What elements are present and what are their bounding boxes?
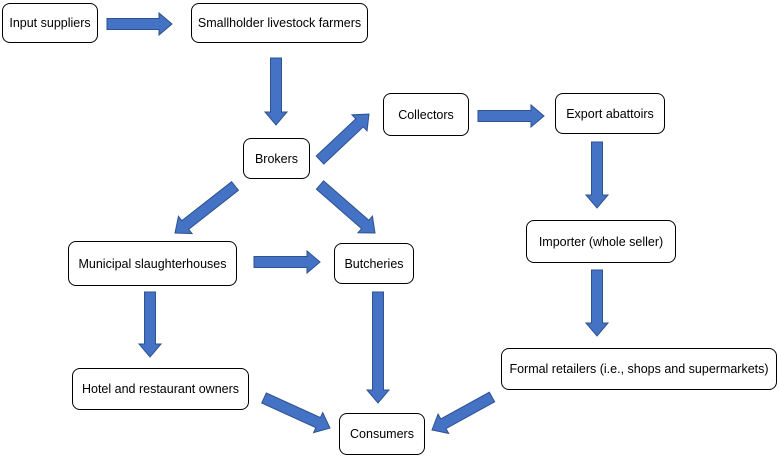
arrow-butcheries-to-consumers-shape: [365, 291, 391, 404]
arrow-brokers-to-collectors-shape: [315, 113, 370, 165]
arrow-brokers-to-butcheries: [315, 180, 376, 234]
arrow-brokers-to-municipal: [174, 180, 240, 235]
arrow-abattoirs-to-importer: [584, 141, 610, 209]
arrow-collectors-to-abattoirs-shape: [477, 103, 545, 129]
node-consumers: Consumers: [339, 413, 425, 455]
arrow-butcheries-to-consumers: [365, 291, 391, 404]
arrow-retailers-to-consumers-shape: [431, 391, 496, 435]
arrow-importer-to-retailers: [584, 269, 610, 337]
arrow-collectors-to-abattoirs: [477, 103, 545, 129]
arrow-farmers-to-brokers: [263, 57, 289, 126]
node-brokers: Brokers: [243, 138, 310, 179]
arrow-input-to-farmers: [106, 11, 173, 37]
node-butcheries: Butcheries: [334, 243, 414, 284]
arrow-municipal-to-butcheries-shape: [253, 249, 321, 275]
arrow-retailers-to-consumers: [431, 391, 496, 435]
arrow-brokers-to-collectors: [315, 113, 370, 165]
arrow-farmers-to-brokers-shape: [263, 57, 289, 126]
arrow-input-to-farmers-shape: [106, 11, 173, 37]
node-input-suppliers: Input suppliers: [2, 3, 98, 43]
node-formal-retailers: Formal retailers (i.e., shops and superm…: [501, 348, 777, 390]
arrow-hotel-to-consumers: [261, 392, 331, 434]
arrow-municipal-to-butcheries: [253, 249, 321, 275]
arrow-municipal-to-hotel: [137, 291, 163, 358]
arrow-abattoirs-to-importer-shape: [584, 141, 610, 209]
node-hotel-restaurant-owners: Hotel and restaurant owners: [72, 368, 249, 410]
arrow-municipal-to-hotel-shape: [137, 291, 163, 358]
node-importer: Importer (whole seller): [526, 220, 676, 263]
arrow-brokers-to-municipal-shape: [174, 180, 240, 235]
node-export-abattoirs: Export abattoirs: [555, 93, 665, 134]
arrow-brokers-to-butcheries-shape: [315, 180, 376, 234]
node-municipal-slaughterhouses: Municipal slaughterhouses: [68, 241, 237, 286]
node-collectors: Collectors: [383, 93, 469, 136]
arrow-hotel-to-consumers-shape: [261, 392, 331, 434]
arrow-importer-to-retailers-shape: [584, 269, 610, 337]
node-smallholder-farmers: Smallholder livestock farmers: [191, 3, 368, 43]
